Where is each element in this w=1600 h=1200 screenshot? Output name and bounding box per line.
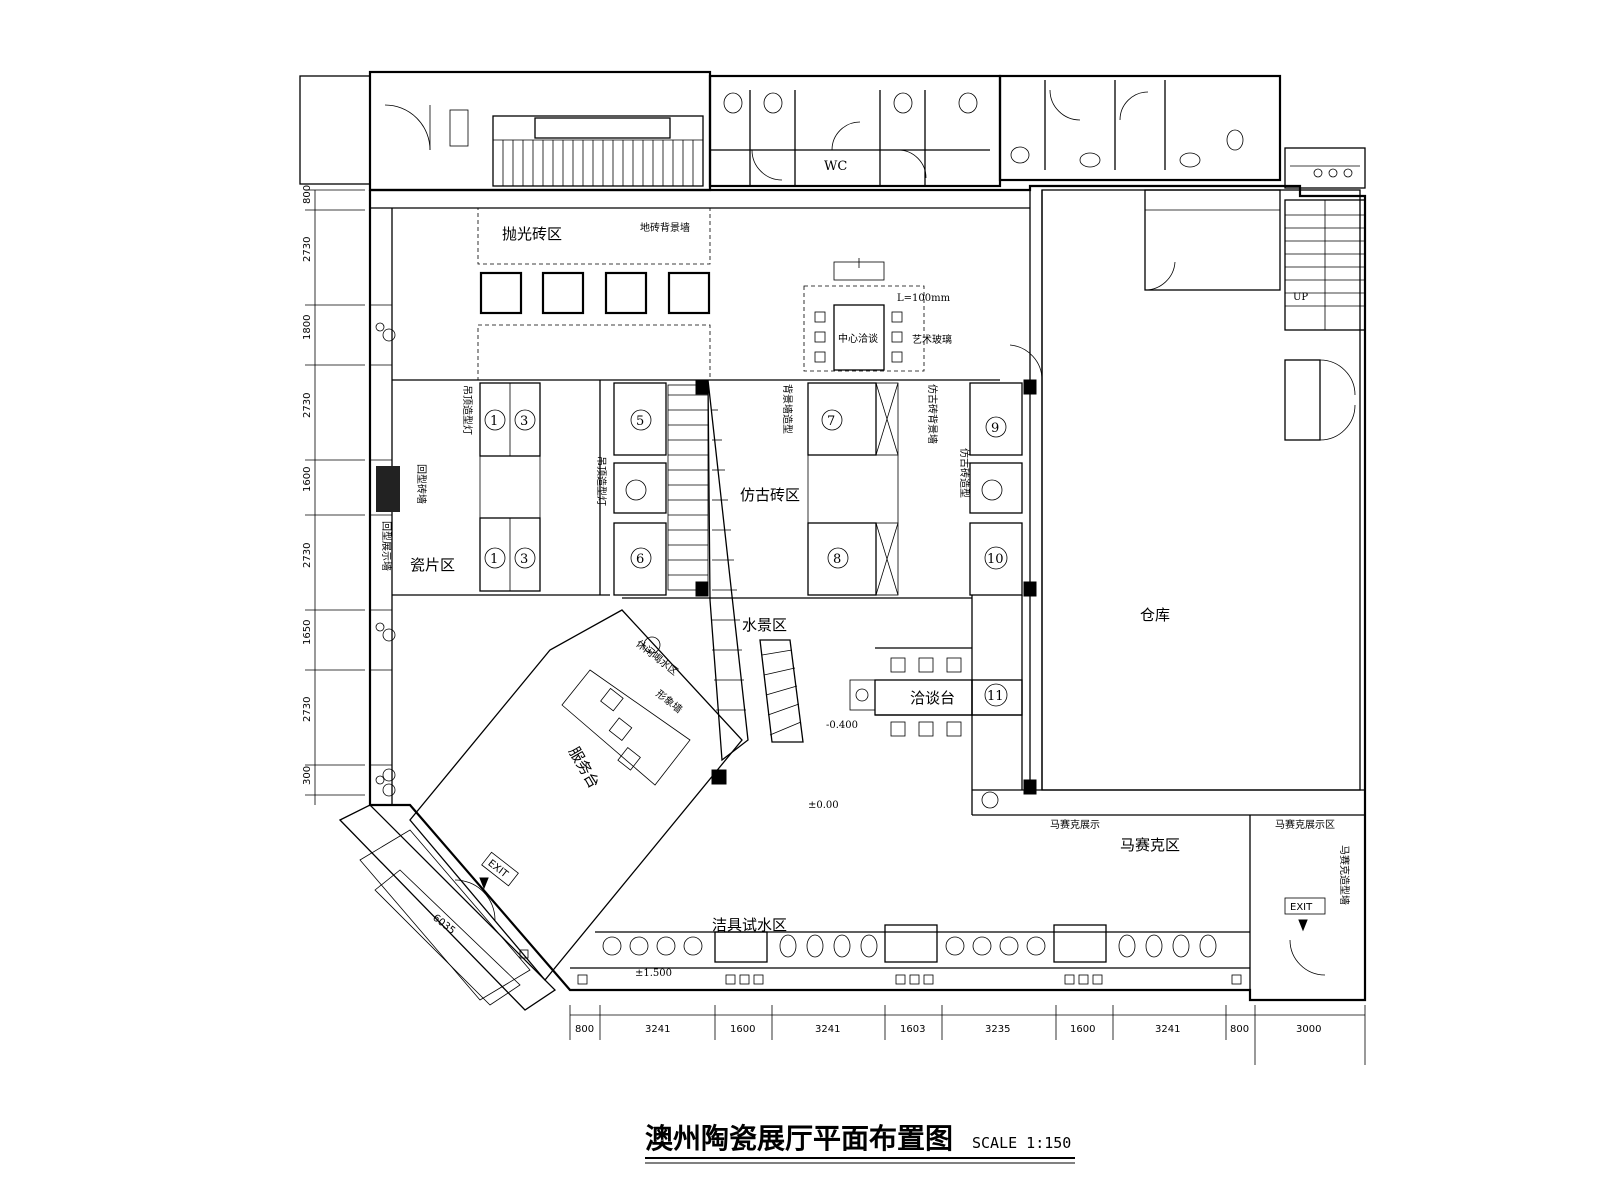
drawing-scale: SCALE 1:150 [972,1134,1071,1152]
stair-right: UP [1284,199,1366,441]
booth-num-9: 9 [991,421,999,436]
dim-bottom-6: 1600 [1070,1024,1095,1035]
water-negotiation: 水景区 洽谈台 -0.400 ±0.00 [622,597,1023,811]
outer-walls [299,70,1367,1002]
dim-bottom-3: 3241 [815,1024,840,1035]
dim-left-8: 300 [302,766,313,785]
water-feature-label: 水景区 [742,616,787,634]
dims-left: 800 2730 1800 2730 1600 2730 1650 2730 3… [302,185,365,805]
note-7: 背景墙造型 [781,384,794,434]
glazed-tile-zone: 瓷片区 回型砖墙 吊顶造型灯 回型展示墙 [375,322,610,797]
elev-minus: -0.400 [826,720,858,731]
up-label: UP [1293,292,1308,303]
dim-bottom-7: 3241 [1155,1024,1180,1035]
booth-num-3b: 3 [520,552,528,567]
title-block: 澳州陶瓷展厅平面布置图 SCALE 1:150 [645,1122,1075,1164]
warehouse-label: 仓库 [1140,606,1170,624]
wc-label: WC [824,159,847,174]
dim-left-5: 2730 [302,543,313,568]
note-5: 中心洽谈 [838,332,878,345]
booth-num-5: 5 [636,414,644,429]
dim-left-0: 800 [302,185,313,204]
ramp-reception: 休闲喝水区 形象墙 服务台 EXIT 6035 [338,379,749,1011]
dim-bottom-9: 3000 [1296,1024,1321,1035]
reception-label: 服务台 [565,744,603,792]
faucet-test-label: 洁具试水区 [712,916,787,934]
exit-sign-2: EXIT [1290,902,1313,913]
note-12: 休闲喝水区 [633,637,680,678]
note-14: 马赛克展示 [1050,818,1100,831]
drawing-title: 澳州陶瓷展厅平面布置图 [645,1122,953,1155]
note-16: 马赛克造型墙 [1338,845,1351,905]
booth-num-10: 10 [987,552,1004,567]
note-9: 仿古砖背景墙 [926,384,939,444]
elev-mm: L=100mm [897,293,951,304]
dim-bottom-5: 3235 [985,1024,1010,1035]
dim-bottom-4: 1603 [900,1024,925,1035]
negotiation-label: 洽谈台 [910,689,955,707]
glazed-tile-label: 瓷片区 [410,556,455,574]
dim-bottom-1: 3241 [645,1024,670,1035]
dim-left-2: 1800 [302,315,313,340]
booth-num-1a: 1 [490,414,498,429]
dim-bottom-8: 800 [1230,1024,1249,1035]
booth-num-11: 11 [987,689,1004,704]
reception-chairs [600,687,641,771]
faucet-test-zone: 洁具试水区 ±1.500 [570,916,1250,985]
stair-treads-top [502,140,694,186]
booth-num-8: 8 [833,552,841,567]
service-rooms: WC [384,80,1353,187]
sanitary-zone: 马赛克区 马赛克展示 马赛克展示区 马赛克造型墙 EXIT [972,789,1365,990]
booth-num-6: 6 [636,552,644,567]
dim-left-3: 2730 [302,393,313,418]
note-13: 形象墙 [653,687,685,716]
note-3: 吊顶造型灯 [461,385,474,435]
dim-left-1: 2730 [302,237,313,262]
dim-left-4: 1600 [302,467,313,492]
note-1: 地砖背景墙 [640,221,690,234]
polished-tile-label: 抛光砖区 [502,225,562,243]
center-booths: 吊顶造型灯 [595,379,709,597]
elev-plus: ±1.500 [635,968,672,979]
antique-tile-zone: 中心洽谈 L=100mm 艺术玻璃 仿古砖区 背景墙造型 仿古砖背景墙 仿古砖造… [740,258,1037,815]
note-10: 仿古砖造型 [958,448,971,498]
dim-left-6: 1650 [302,620,313,645]
elev-zero: ±0.00 [808,800,839,811]
booth-numbers: 1 3 1 3 5 6 7 8 9 10 11 [484,409,1008,707]
booth-num-1b: 1 [490,552,498,567]
note-4: 吊顶造型灯 [595,456,608,506]
dim-bottom-2: 1600 [730,1024,755,1035]
dim-bottom-0: 800 [575,1024,594,1035]
note-15: 马赛克展示区 [1275,818,1335,831]
note-8: 回型展示墙 [380,521,393,571]
dim-left-7: 2730 [302,697,313,722]
mosaic-label: 马赛克区 [1120,836,1180,854]
dims-bottom: 800 3241 1600 3241 1603 3235 1600 3241 8… [569,1005,1366,1065]
angled-dim: 6035 [430,913,457,937]
booth-num-3a: 3 [520,414,528,429]
booth-num-7: 7 [827,414,835,429]
note-6: 艺术玻璃 [912,333,952,346]
antique-tile-label: 仿古砖区 [740,486,800,504]
note-2: 回型砖墙 [415,464,428,504]
